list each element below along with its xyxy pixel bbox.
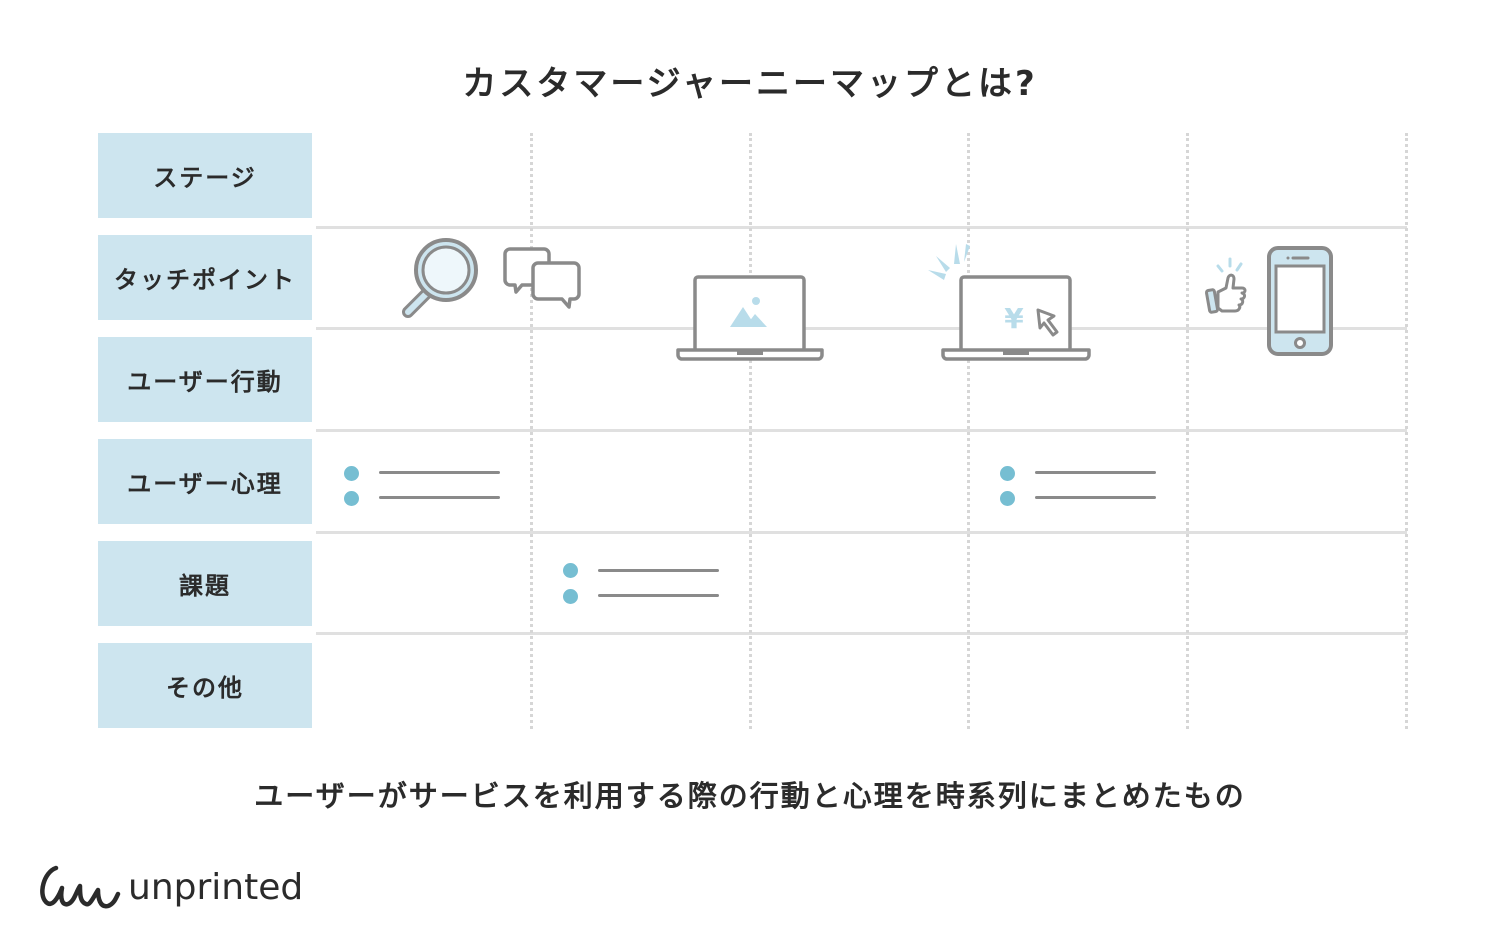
text-line-placeholder [1035, 496, 1156, 499]
bullet-dot [563, 589, 578, 604]
column-divider [1405, 133, 1408, 729]
row-divider [316, 327, 1407, 330]
bullet-dot [563, 563, 578, 578]
diagram-caption: ユーザーがサービスを利用する際の行動と心理を時系列にまとめたもの [254, 779, 1246, 813]
diagram-title: カスタマージャーニーマップとは? [462, 64, 1038, 104]
row-label-user-emotion: ユーザー心理 [98, 439, 312, 524]
laptop-image-icon [676, 275, 824, 361]
logo-text: unprinted [128, 866, 304, 908]
column-divider [1186, 133, 1189, 729]
row-divider [316, 429, 1407, 432]
smartphone-icon [1267, 246, 1333, 356]
sparkle-icon [928, 244, 970, 280]
yen-symbol: ¥ [1004, 302, 1024, 335]
row-divider [316, 632, 1407, 635]
text-line-placeholder [1035, 471, 1156, 474]
issue-notes-col2 [563, 563, 723, 604]
emotion-notes-col4 [1000, 465, 1160, 506]
row-divider [316, 226, 1407, 229]
row-label-other: その他 [98, 643, 312, 728]
brand-logo: unprinted [36, 862, 303, 912]
bullet-dot [1000, 466, 1015, 481]
row-divider [316, 531, 1407, 534]
text-line-placeholder [379, 471, 500, 474]
laptop-purchase-icon: ¥ [941, 275, 1091, 361]
row-label-touchpoint: タッチポイント [98, 235, 312, 320]
emotion-notes-col1 [344, 465, 504, 506]
chat-bubbles-icon [503, 247, 581, 309]
thumbs-up-icon [1204, 257, 1247, 314]
column-divider [749, 133, 752, 729]
row-label-stage: ステージ [98, 133, 312, 218]
bullet-dot [344, 491, 359, 506]
text-line-placeholder [598, 569, 719, 572]
logo-mark-icon [40, 865, 121, 909]
text-line-placeholder [598, 594, 719, 597]
column-divider [967, 133, 970, 729]
column-divider [530, 133, 533, 729]
row-label-user-action: ユーザー行動 [98, 337, 312, 422]
bullet-dot [1000, 491, 1015, 506]
text-line-placeholder [379, 496, 500, 499]
bullet-dot [344, 466, 359, 481]
row-label-issues: 課題 [98, 541, 312, 626]
magnifier-icon [402, 238, 478, 318]
